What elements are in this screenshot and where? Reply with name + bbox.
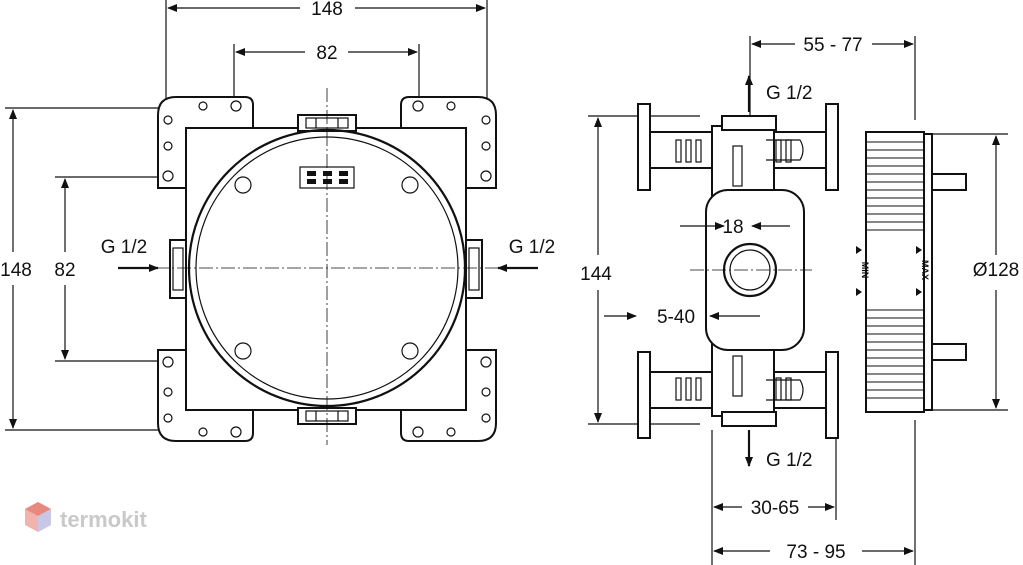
- threaded-sleeve: [865, 131, 925, 413]
- label-max: MAX: [916, 246, 930, 296]
- port-left: [169, 239, 187, 299]
- label-max-text: MAX: [920, 260, 930, 280]
- inlet-left: G 1/2: [101, 237, 159, 272]
- dim-diameter-label: Ø128: [973, 260, 1019, 281]
- dim-height-inner: 82: [54, 178, 76, 360]
- dim-73-95-label: 73 - 95: [786, 542, 845, 563]
- label-min-text: MIN: [860, 262, 870, 279]
- dim-width-inner: 82: [235, 43, 418, 64]
- dim-height-inner-label: 82: [54, 260, 75, 281]
- outlet-top-label: G 1/2: [766, 83, 812, 104]
- dim-18: 18: [680, 217, 790, 238]
- termokit-brand-text: termokit: [60, 507, 147, 532]
- inlet-left-label: G 1/2: [101, 237, 147, 258]
- outlet-bottom: G 1/2: [745, 430, 812, 471]
- termokit-watermark: termokit: [25, 502, 147, 532]
- dim-depth-range: 55 - 77: [751, 35, 914, 56]
- termokit-logo-icon: [25, 502, 51, 532]
- dim-18-label: 18: [722, 217, 743, 238]
- dim-diameter: Ø128: [973, 135, 1019, 409]
- dim-height-outer: 148: [0, 109, 32, 429]
- dim-height: 144: [580, 117, 612, 423]
- inlet-right: G 1/2: [497, 237, 555, 272]
- side-view: 55 - 77 G 1/2 G 1/2: [580, 35, 1019, 565]
- front-view: 148 82 148 82: [0, 0, 555, 445]
- dim-height-label: 144: [580, 264, 612, 285]
- dim-73-95: 73 - 95: [713, 542, 914, 563]
- dim-5-40-label: 5-40: [657, 307, 695, 328]
- dim-depth-range-label: 55 - 77: [803, 35, 862, 56]
- dim-width-inner-label: 82: [316, 43, 337, 64]
- inlet-right-label: G 1/2: [509, 237, 555, 258]
- outlet-top: G 1/2: [745, 75, 812, 112]
- outlet-bottom-label: G 1/2: [766, 450, 812, 471]
- dim-5-40: 5-40: [604, 307, 760, 328]
- label-min: MIN: [856, 246, 870, 296]
- dim-height-outer-label: 148: [0, 260, 32, 281]
- dim-30-65: 30-65: [713, 498, 835, 519]
- dim-width-outer: 148: [167, 0, 486, 20]
- dim-30-65-label: 30-65: [751, 498, 800, 519]
- port-right: [465, 239, 483, 299]
- dim-width-outer-label: 148: [311, 0, 343, 20]
